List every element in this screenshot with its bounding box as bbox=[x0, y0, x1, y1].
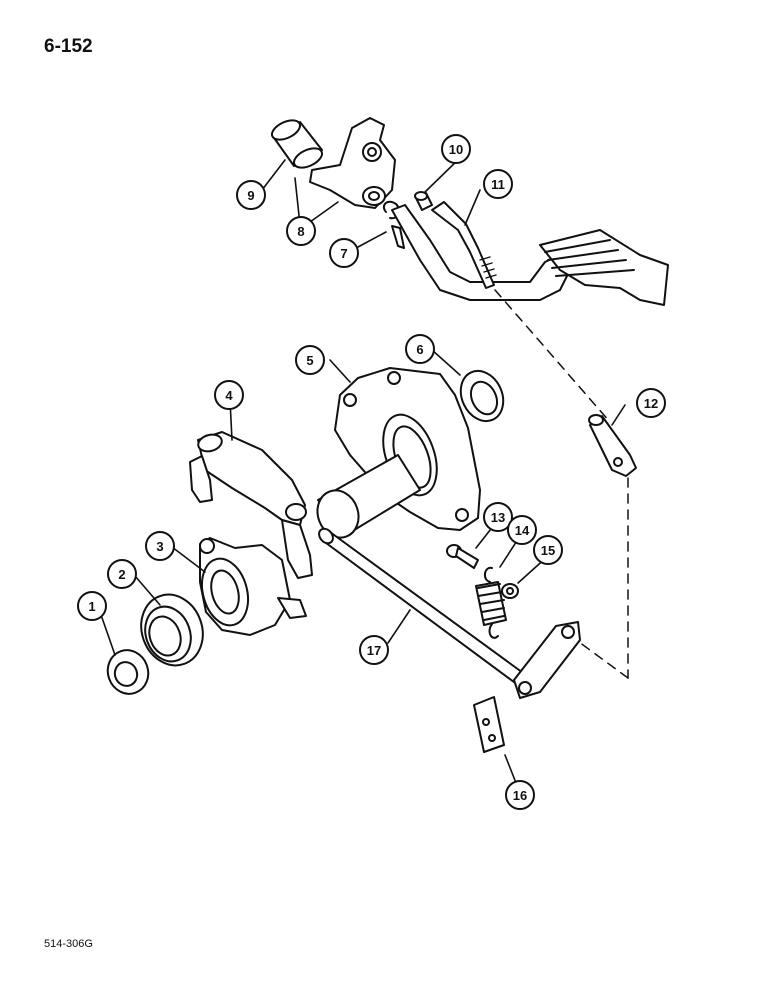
callout-2: 2 bbox=[107, 559, 137, 589]
callout-1: 1 bbox=[77, 591, 107, 621]
document-code: 514-306G bbox=[44, 938, 93, 950]
plate-part bbox=[473, 696, 505, 753]
connection-lines bbox=[494, 289, 629, 679]
callout-10: 10 bbox=[441, 134, 471, 164]
bearing-race-part bbox=[140, 593, 204, 667]
callout-17: 17 bbox=[359, 635, 389, 665]
rod-part bbox=[431, 201, 497, 289]
svg-text:15: 15 bbox=[541, 543, 555, 558]
callout-13: 13 bbox=[483, 502, 513, 532]
svg-text:6: 6 bbox=[416, 342, 423, 357]
pedal-bracket-part bbox=[309, 117, 396, 209]
svg-text:5: 5 bbox=[306, 353, 313, 368]
svg-text:11: 11 bbox=[491, 177, 505, 192]
callout-4: 4 bbox=[214, 380, 244, 410]
svg-text:16: 16 bbox=[513, 788, 527, 803]
callout-8: 8 bbox=[286, 216, 316, 246]
callout-12: 12 bbox=[636, 388, 666, 418]
callout-5: 5 bbox=[295, 345, 325, 375]
cross-shaft-part bbox=[318, 527, 581, 699]
callout-14: 14 bbox=[507, 515, 537, 545]
washer-part bbox=[501, 583, 519, 599]
callout-7: 7 bbox=[329, 238, 359, 268]
svg-text:17: 17 bbox=[367, 643, 381, 658]
svg-text:7: 7 bbox=[340, 246, 347, 261]
seal-part bbox=[459, 369, 505, 423]
svg-text:1: 1 bbox=[88, 599, 95, 614]
callout-15: 15 bbox=[533, 535, 563, 565]
svg-text:4: 4 bbox=[225, 388, 233, 403]
callout-11: 11 bbox=[483, 169, 513, 199]
svg-text:10: 10 bbox=[449, 142, 463, 157]
leader-lines bbox=[99, 155, 626, 789]
svg-text:12: 12 bbox=[644, 396, 658, 411]
callout-3: 3 bbox=[145, 531, 175, 561]
release-fork-part bbox=[189, 431, 313, 579]
pedal-arm-part bbox=[391, 204, 669, 306]
bushing-part bbox=[270, 119, 324, 169]
svg-text:14: 14 bbox=[515, 523, 530, 538]
page-title: 6-152 bbox=[44, 36, 93, 57]
sleeve-part bbox=[414, 191, 433, 211]
pin-part bbox=[446, 544, 479, 569]
bearing-part bbox=[106, 649, 150, 695]
guide-sleeve-housing-part bbox=[316, 367, 481, 539]
callout-9: 9 bbox=[236, 180, 266, 210]
spring-part bbox=[475, 566, 507, 639]
clevis-part bbox=[588, 414, 637, 477]
svg-text:3: 3 bbox=[156, 539, 163, 554]
svg-text:9: 9 bbox=[247, 188, 254, 203]
svg-text:13: 13 bbox=[491, 510, 505, 525]
callout-16: 16 bbox=[505, 780, 535, 810]
svg-text:2: 2 bbox=[118, 567, 125, 582]
svg-text:8: 8 bbox=[297, 224, 304, 239]
callout-6: 6 bbox=[405, 334, 435, 364]
release-bearing-carrier-part bbox=[199, 537, 307, 636]
